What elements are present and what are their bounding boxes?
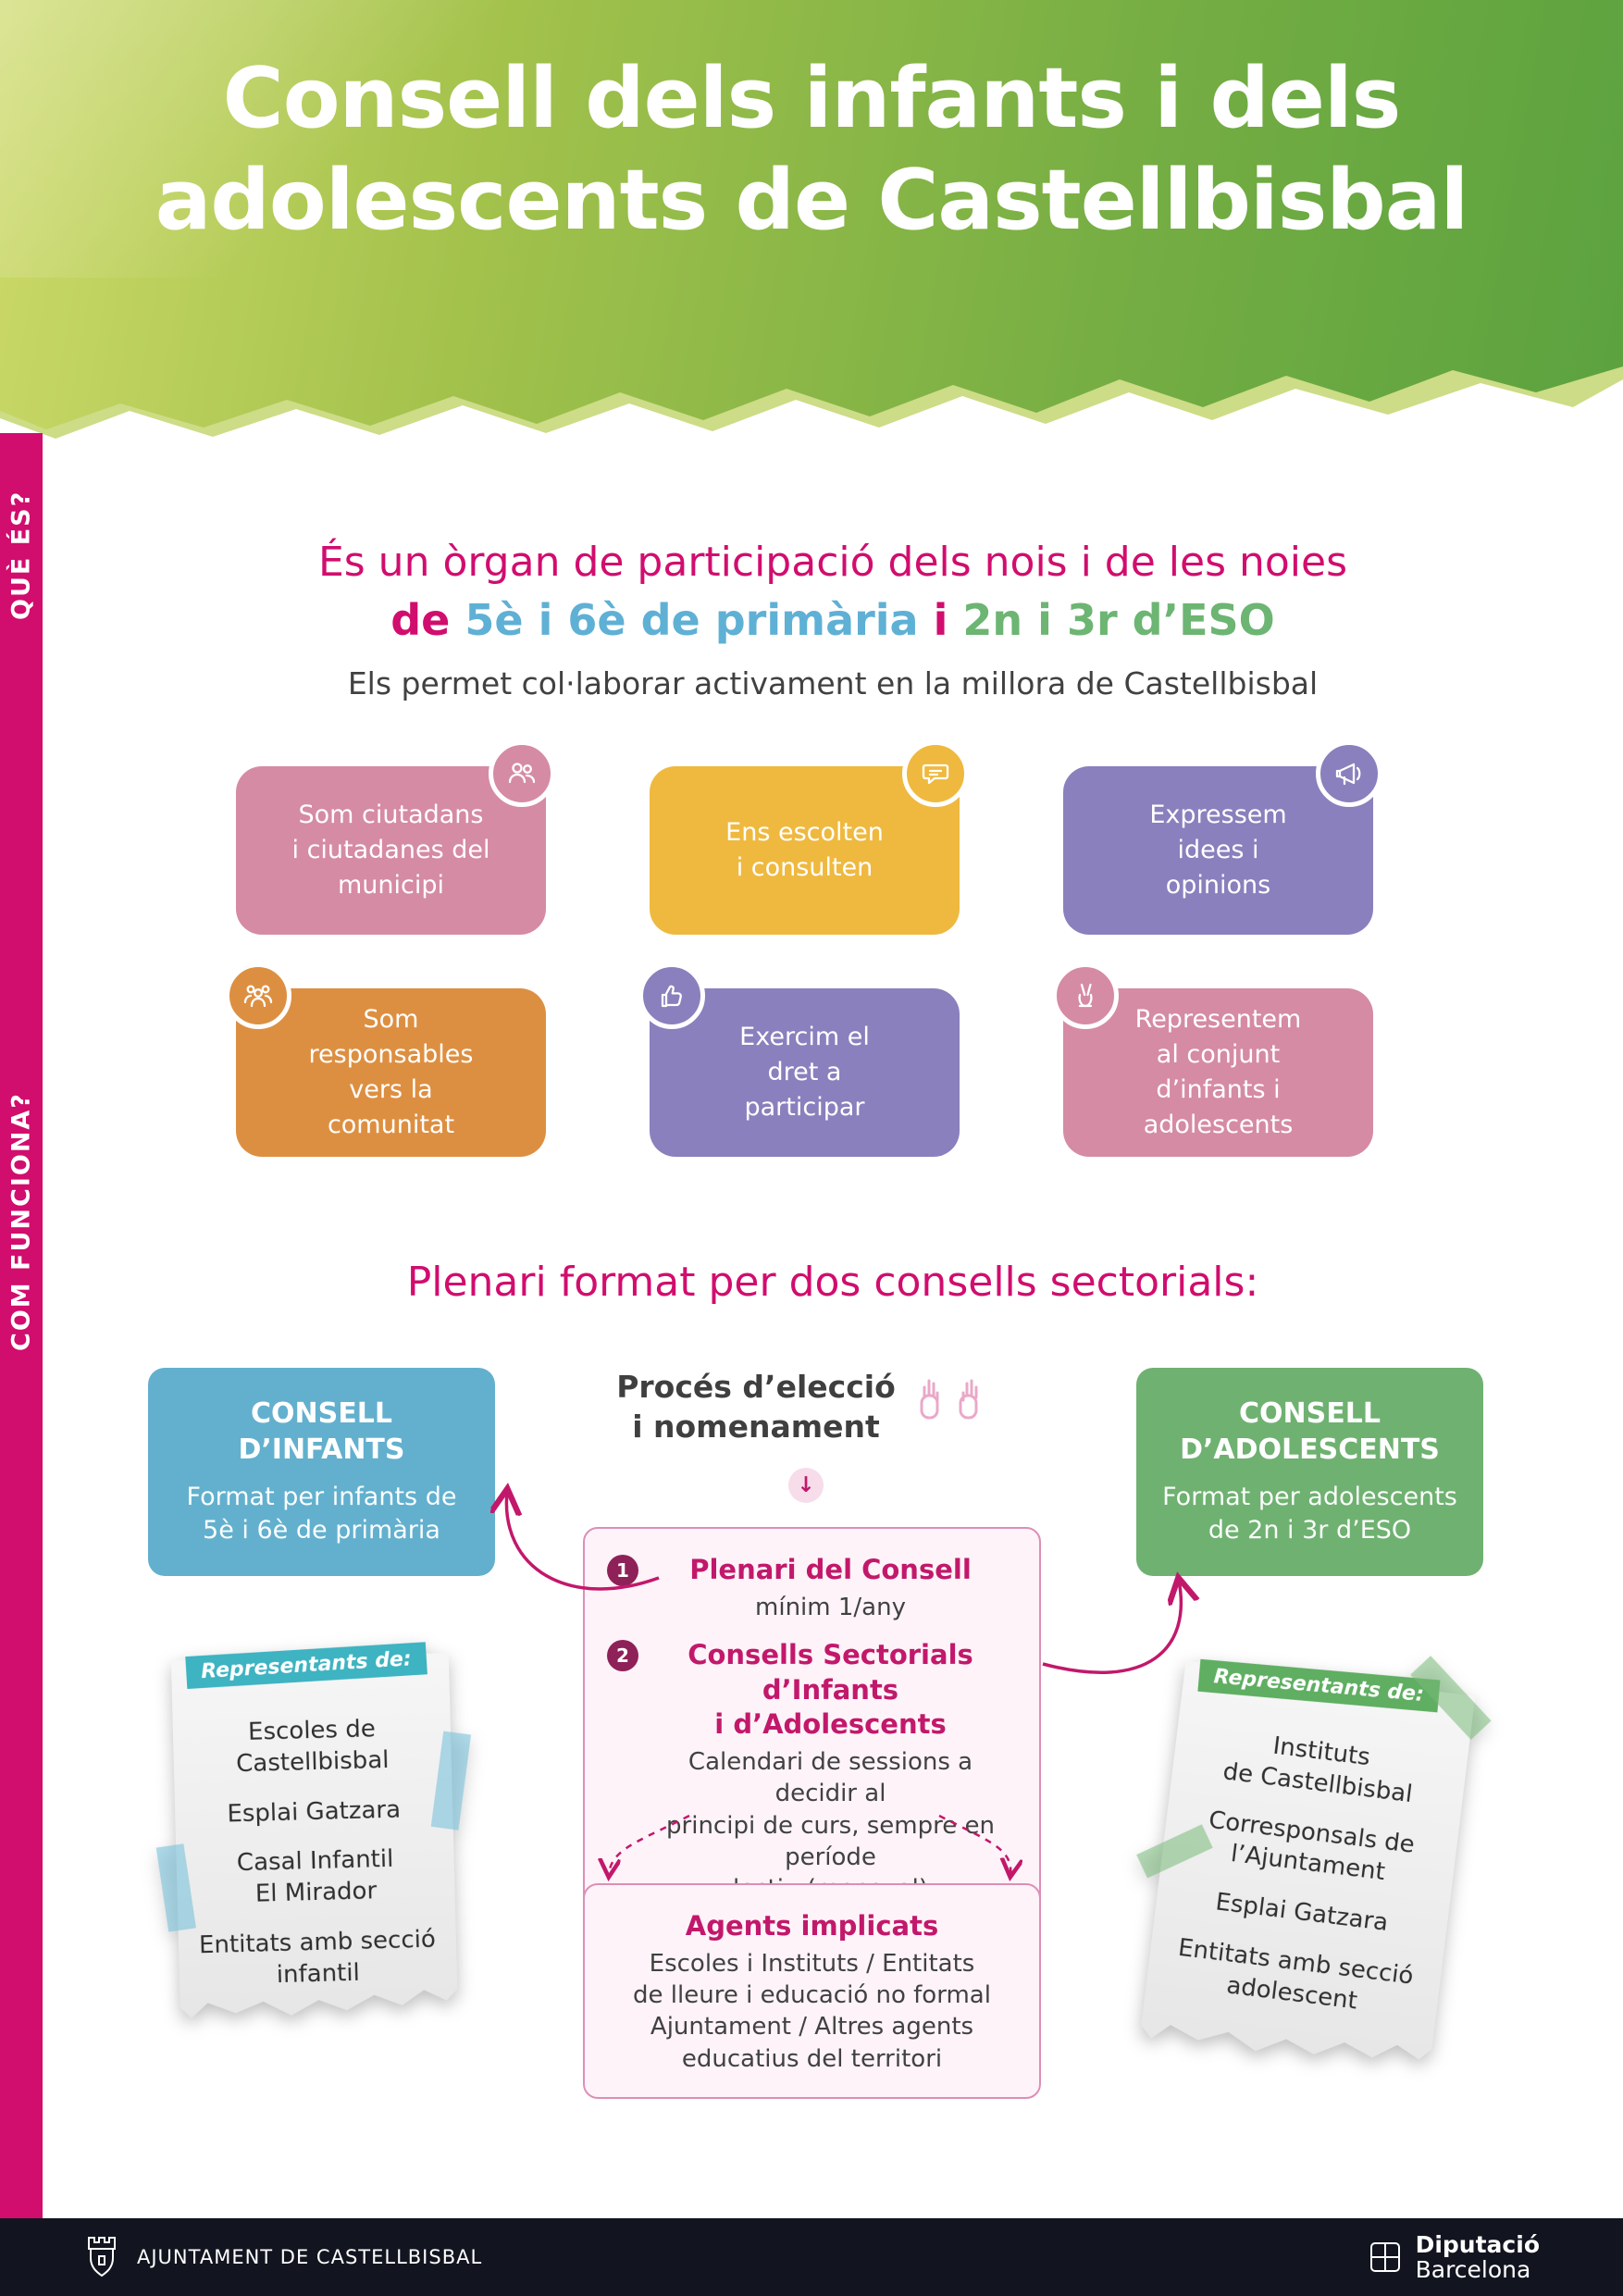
note-item: Esplai Gatzara [227, 1795, 402, 1829]
agents-body: Escoles i Instituts / Entitats de lleure… [633, 1949, 991, 2073]
proces-eleccio-block: Procés d’elecció i nomenament [518, 1368, 1092, 1447]
section2-heading: Plenari format per dos consells sectoria… [406, 1259, 1259, 1306]
page-title: Consell dels infants i dels adolescents … [155, 50, 1469, 249]
card-text: Expressem idees i opinions [1149, 800, 1287, 900]
agents-title: Agents implicats [685, 1910, 939, 1942]
plenari-item1-body: mínim 1/any [755, 1593, 906, 1621]
megaphone-icon [1316, 740, 1382, 807]
intro-i: i [918, 595, 963, 645]
note-item: Escoles de Castellbisbal [235, 1715, 390, 1778]
intro-line2: de 5è i 6è de primària i 2n i 3r d’ESO [43, 595, 1623, 645]
consell-infants-body: Format per infants de 5è i 6è de primàri… [186, 1483, 457, 1545]
card-responsables: Som responsables vers la comunitat [225, 962, 546, 1157]
representants-adolescents-note: Instituts de Castellbisbal Corresponsals… [1136, 1656, 1492, 2079]
people-icon [489, 740, 555, 807]
consell-infants-box: CONSELL D’INFANTS Format per infants de … [148, 1368, 495, 1576]
intro-block: És un òrgan de participació dels nois i … [43, 539, 1623, 701]
intro-line1: És un òrgan de participació dels nois i … [317, 539, 1348, 586]
card-exercim: Exercim el dret a participar [638, 962, 960, 1157]
community-icon [225, 962, 291, 1029]
down-arrow-badge: ↓ [788, 1468, 824, 1503]
consell-adolescents-body: Format per adolescents de 2n i 3r d’ESO [1162, 1483, 1457, 1545]
badge-1: 1 [607, 1555, 638, 1586]
diputacio-label: Diputació Barcelona [1415, 2230, 1540, 2283]
proces-line1: Procés d’elecció [616, 1369, 896, 1405]
card-text: Ens escolten i consulten [725, 818, 884, 882]
representants-infants-note: Escoles de Castellbisbal Esplai Gatzara … [155, 1642, 472, 2026]
plenari-item-1: 1 Plenari del Consell mínim 1/any [607, 1553, 1015, 1623]
proces-eleccio-label: Procés d’elecció i nomenament [616, 1368, 896, 1447]
header-sheen [0, 0, 648, 278]
header-banner [0, 0, 1623, 429]
card-text: Exercim el dret a participar [739, 1023, 870, 1122]
plenari-item2-title: Consells Sectorials d’Infants i d’Adoles… [688, 1639, 973, 1741]
card-text: Som responsables vers la comunitat [308, 1005, 474, 1139]
intro-subtitle: Els permet col·laborar activament en la … [347, 665, 1319, 701]
note-item: Instituts de Castellbisbal [1221, 1731, 1415, 1808]
arrow-to-consell-adolescents [1042, 1581, 1181, 1674]
paper-note: Escoles de Castellbisbal Esplai Gatzara … [171, 1653, 458, 2026]
card-expressem: Expressem idees i opinions [1063, 740, 1382, 935]
card-representem: Representem al conjunt d’infants i adole… [1052, 962, 1373, 1157]
consell-infants-title: CONSELL D’INFANTS [238, 1397, 405, 1466]
plenari-item-2: 2 Consells Sectorials d’Infants i d’Adol… [607, 1638, 1015, 1905]
agents-implicats-box: Agents implicats Escoles i Instituts / E… [583, 1883, 1041, 2099]
sidebar-label-com-funciona: COM FUNCIONA? [6, 1092, 36, 1351]
card-text: Som ciutadans i ciutadanes del municipi [291, 800, 490, 900]
consell-adolescents-box: CONSELL D’ADOLESCENTS Format per adolesc… [1136, 1368, 1483, 1576]
intro-eso: 2n i 3r d’ESO [962, 595, 1275, 645]
victory-hand-icon [1052, 962, 1119, 1029]
plenari-item1-title: Plenari del Consell [689, 1554, 972, 1585]
ajuntament-label: AJUNTAMENT DE CASTELLBISBAL [137, 2246, 483, 2268]
sidebar-strip [0, 433, 43, 2218]
plenari-item2-body: Calendari de sessions a decidir al princ… [666, 1748, 995, 1903]
footer-right: Diputació Barcelona [1368, 2230, 1540, 2283]
note-item: Casal Infantil El Mirador [236, 1845, 394, 1908]
badge-2: 2 [607, 1640, 638, 1671]
consell-adolescents-title: CONSELL D’ADOLESCENTS [1180, 1397, 1440, 1466]
note-item: Entitats amb secció infantil [198, 1925, 437, 1989]
footer-left: AJUNTAMENT DE CASTELLBISBAL [83, 2234, 482, 2280]
raised-hands-icon [920, 1379, 978, 1420]
card-text: Representem al conjunt d’infants i adole… [1134, 1005, 1302, 1139]
diputacio-logo-icon [1369, 2242, 1400, 2272]
sidebar-label-que-es: QUÈ ÉS? [6, 490, 36, 621]
paper-note: Instituts de Castellbisbal Corresponsals… [1139, 1660, 1476, 2079]
thumbs-up-icon [638, 962, 705, 1029]
diputacio-line1: Diputació [1415, 2230, 1540, 2258]
card-som-ciutadans: Som ciutadans i ciutadanes del municipi [236, 740, 555, 935]
speech-bubble-icon [902, 740, 969, 807]
note-item: Entitats amb secció adolescent [1176, 1933, 1416, 2016]
diputacio-line2: Barcelona [1415, 2256, 1531, 2283]
benefit-cards-grid: Som ciutadans i ciutadanes del municipi … [225, 740, 1382, 1157]
intro-primaria: 5è i 6è de primària [465, 595, 919, 645]
castle-shield-icon [88, 2237, 116, 2277]
footer-bar: AJUNTAMENT DE CASTELLBISBAL Diputació Ba… [0, 2218, 1623, 2296]
plenari-consell-box: 1 Plenari del Consell mínim 1/any 2 Cons… [583, 1527, 1041, 1944]
card-ens-escolten: Ens escolten i consulten [650, 740, 969, 935]
intro-de: de [390, 595, 465, 645]
proces-line2: i nomenament [632, 1408, 880, 1445]
